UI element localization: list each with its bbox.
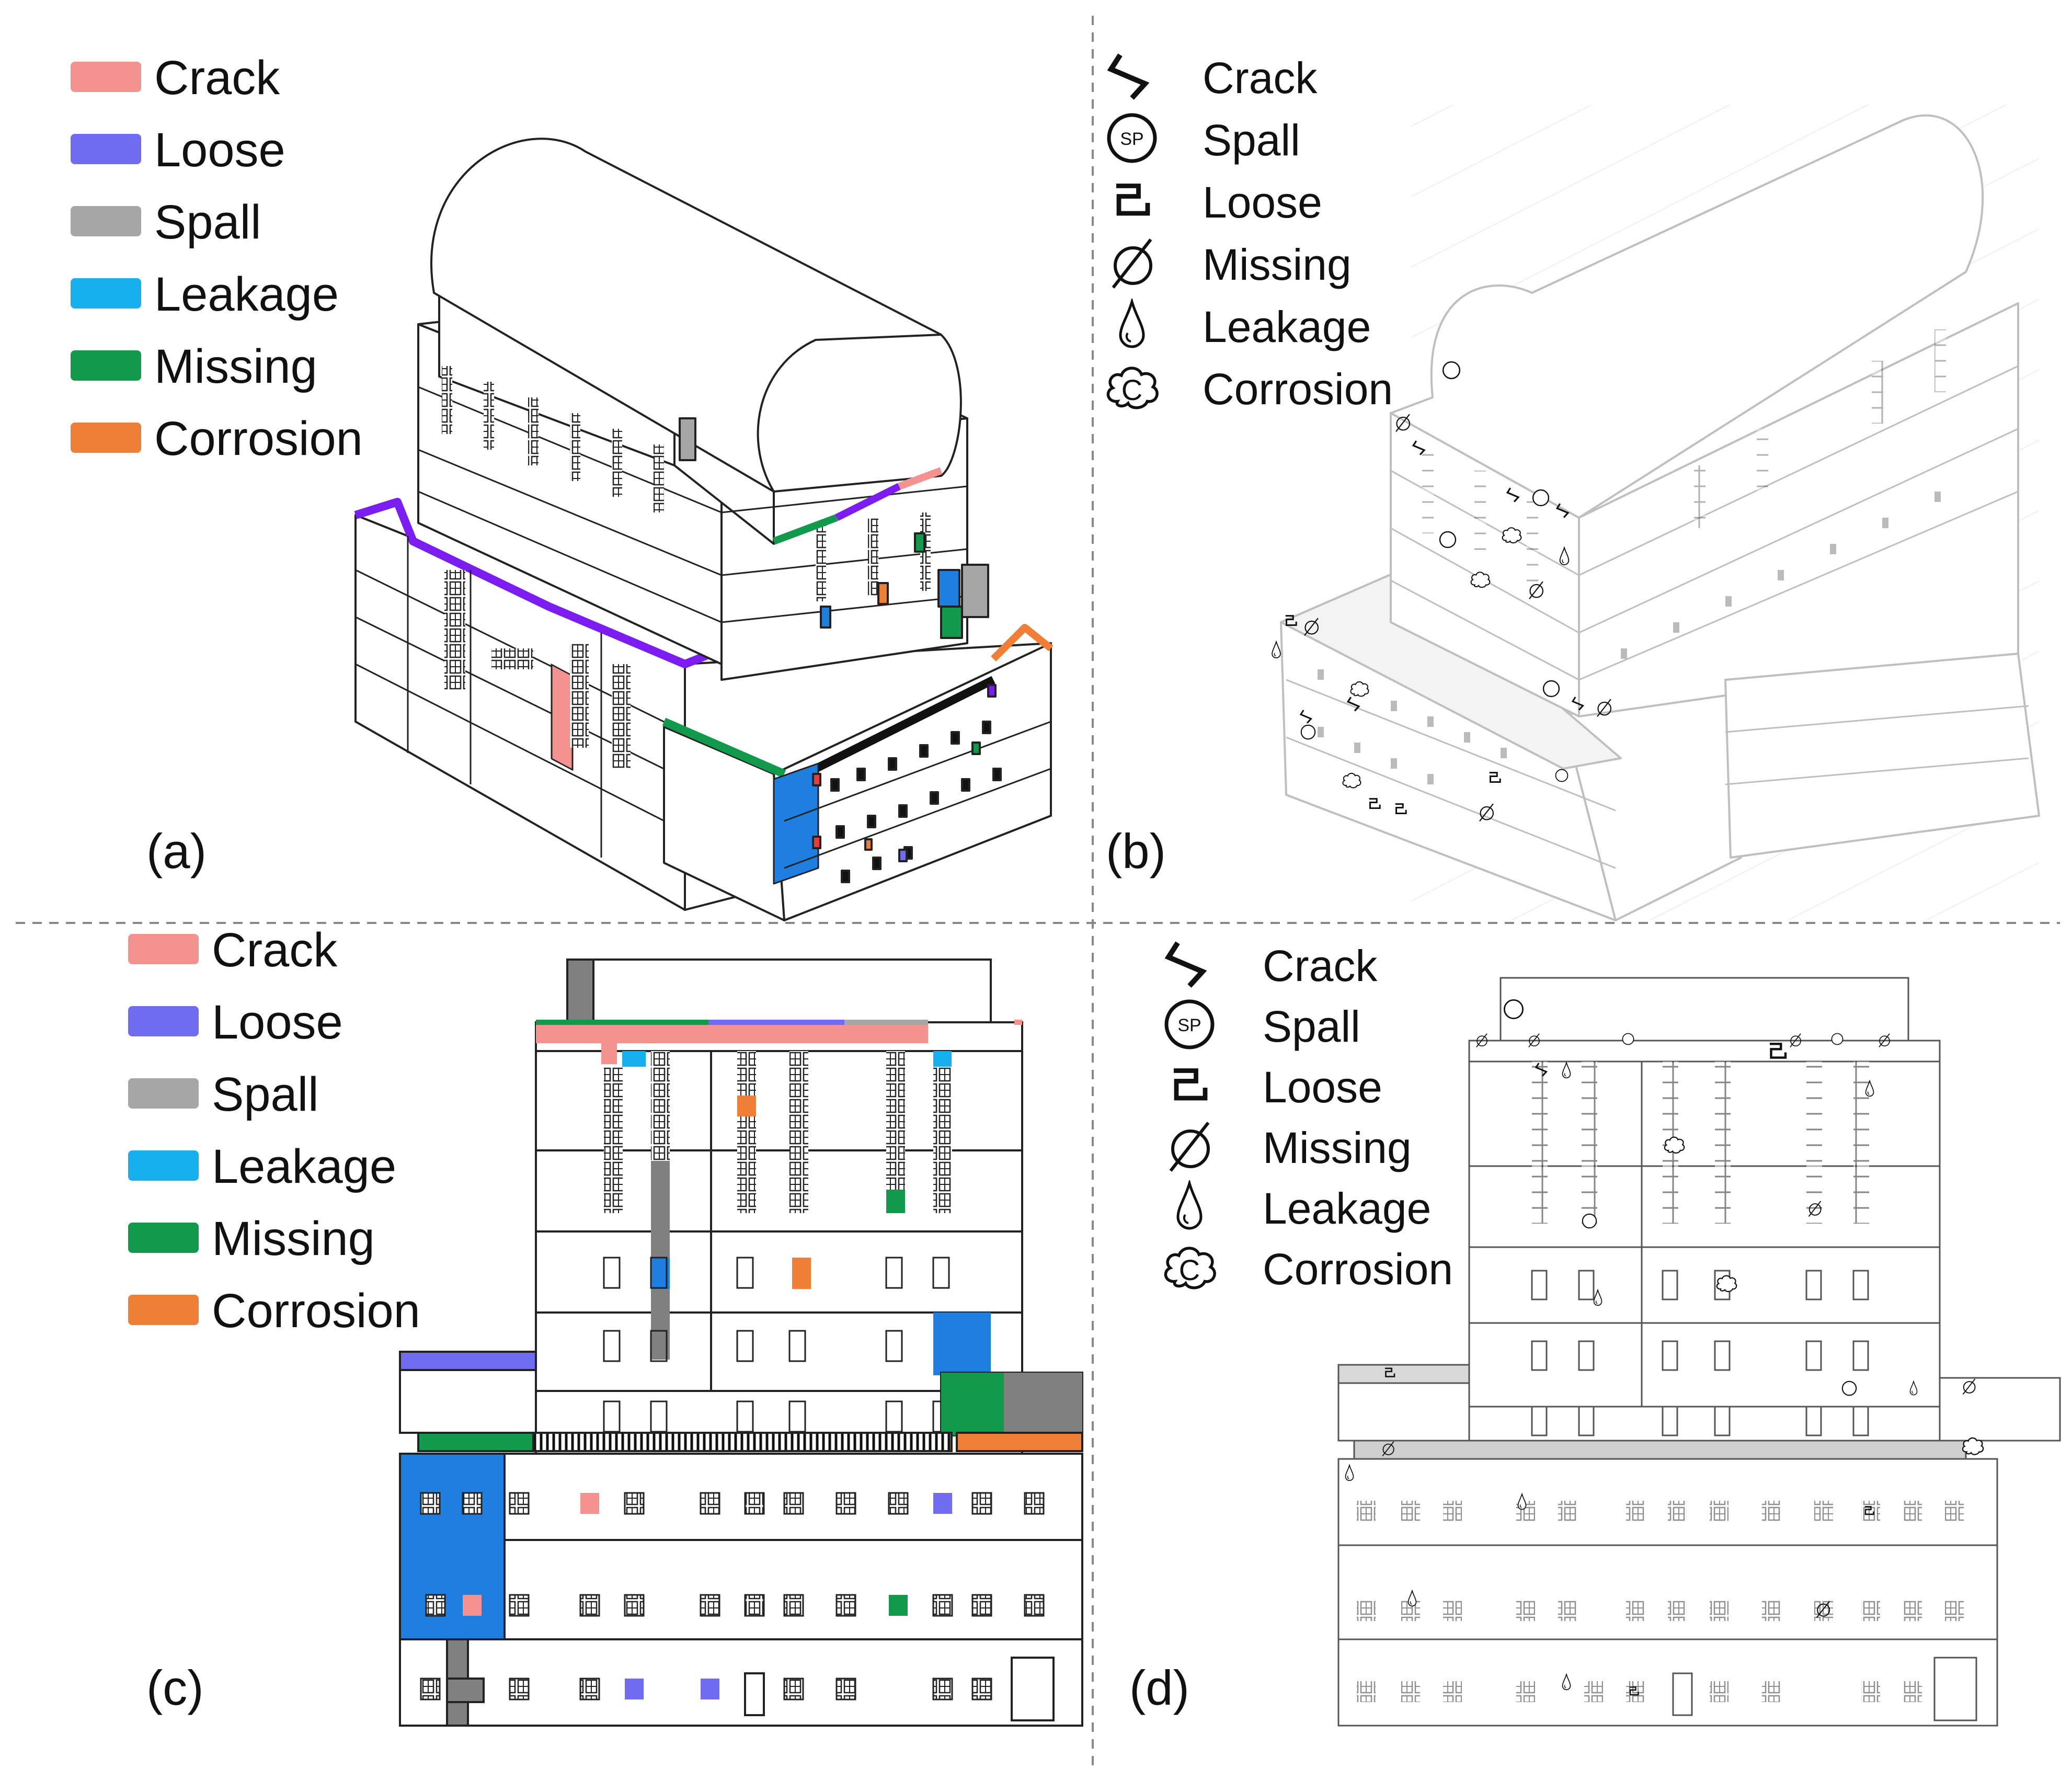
panel-dividers [16, 16, 2060, 1773]
legend-swatch-loose [71, 134, 141, 164]
legend-label-corrosion: Corrosion [1263, 1245, 1453, 1294]
corrosion-icon: C [1108, 368, 1157, 408]
legend-label-missing: Missing [1263, 1123, 1412, 1172]
panel-b-label: (b) [1106, 824, 1166, 878]
loose-icon [1116, 186, 1148, 214]
legend-label-spall: Spall [1203, 116, 1300, 165]
legend-label-crack: Crack [1263, 941, 1378, 990]
legend-swatch-leakage [128, 1150, 199, 1181]
legend-swatch-corrosion [128, 1295, 199, 1325]
legend-label-corrosion: Corrosion [212, 1284, 420, 1338]
legend-label-loose: Loose [1203, 178, 1322, 227]
spall-symbol-text: SP [1177, 1015, 1201, 1035]
corrosion-icon: C [1165, 1248, 1215, 1288]
panel-a-label: (a) [146, 824, 207, 878]
legend-label-leakage: Leakage [154, 268, 339, 321]
panel-d-label: (d) [1129, 1660, 1189, 1715]
legend-swatch-loose [128, 1006, 199, 1036]
legend-swatch-spall [71, 206, 141, 236]
facade-elevation-symbols [1337, 977, 2061, 1727]
legend-label-crack: Crack [1203, 53, 1318, 102]
spall-symbol-text: SP [1120, 129, 1143, 149]
legend-label-loose: Loose [154, 123, 285, 177]
legend-swatch-crack [128, 934, 199, 964]
legend-swatch-crack [71, 62, 141, 92]
leakage-icon [1178, 1183, 1201, 1228]
corrosion-symbol-text: C [1179, 1253, 1200, 1286]
crack-icon [1169, 943, 1203, 986]
legend-label-corrosion: Corrosion [1203, 364, 1393, 414]
spall-icon: SP [1166, 1001, 1212, 1047]
legend-label-leakage: Leakage [1203, 302, 1371, 351]
legend-label-spall: Spall [1263, 1002, 1360, 1051]
spall-icon: SP [1109, 115, 1155, 161]
legend-label-leakage: Leakage [1263, 1184, 1431, 1233]
legend-swatch-leakage [71, 278, 141, 309]
legend-label-crack: Crack [154, 51, 280, 105]
isometric-building-colored [354, 138, 1054, 921]
legend-label-missing: Missing [154, 340, 317, 393]
legend-label-missing: Missing [212, 1212, 375, 1265]
legend-label-spall: Spall [154, 196, 261, 249]
legend-swatch-missing [128, 1223, 199, 1253]
legend-swatch-missing [71, 350, 141, 381]
legend-label-corrosion: Corrosion [154, 412, 363, 465]
corrosion-symbol-text: C [1121, 373, 1142, 406]
legend-label-spall: Spall [212, 1068, 319, 1121]
legend-label-crack: Crack [212, 923, 338, 977]
panel-c-label: (c) [146, 1660, 204, 1715]
leakage-icon [1120, 302, 1143, 347]
isometric-building-symbols [1272, 105, 2040, 921]
crack-icon [1111, 55, 1145, 98]
legend-label-leakage: Leakage [212, 1140, 396, 1193]
legend-swatch-corrosion [71, 423, 141, 453]
missing-icon [1171, 1123, 1208, 1171]
legend-label-loose: Loose [212, 996, 343, 1049]
legend-label-loose: Loose [1263, 1063, 1382, 1112]
legend-swatch-spall [128, 1078, 199, 1109]
facade-elevation-colored [399, 959, 1083, 1727]
loose-icon [1174, 1071, 1205, 1099]
legend-label-missing: Missing [1203, 240, 1352, 289]
missing-icon [1113, 239, 1151, 288]
